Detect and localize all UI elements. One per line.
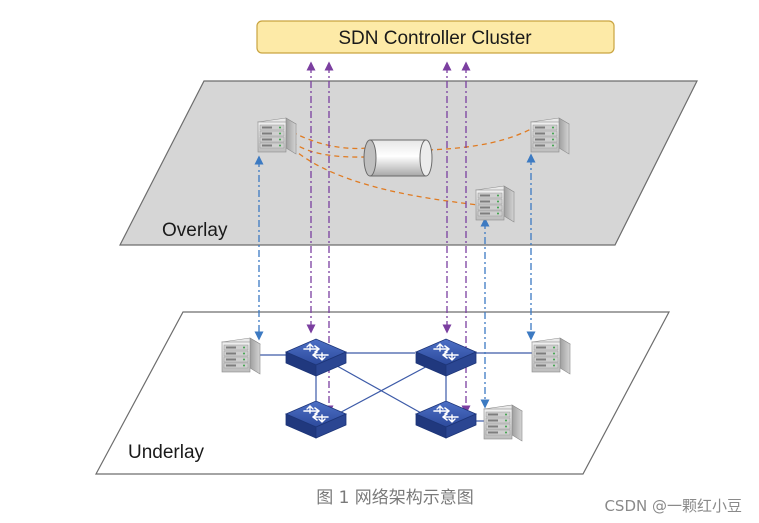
mapping-links	[254, 153, 536, 409]
watermark: CSDN @一颗红小豆	[604, 497, 742, 515]
vxlan-tunnel-cylinder-icon	[363, 139, 433, 177]
overlay-label: Overlay	[162, 220, 228, 241]
controller-label: SDN Controller Cluster	[338, 28, 532, 49]
server-rack-icon	[483, 404, 523, 442]
server-rack-icon	[221, 337, 261, 375]
server-rack-icon	[475, 185, 515, 223]
server-rack-icon	[530, 117, 570, 155]
sdn-controller-cluster: SDN Controller Cluster	[256, 20, 615, 54]
server-rack-icon	[257, 117, 297, 155]
server-rack-icon	[531, 337, 571, 375]
figure-caption: 图 1 网络架构示意图	[316, 488, 474, 508]
underlay-label: Underlay	[128, 442, 205, 463]
